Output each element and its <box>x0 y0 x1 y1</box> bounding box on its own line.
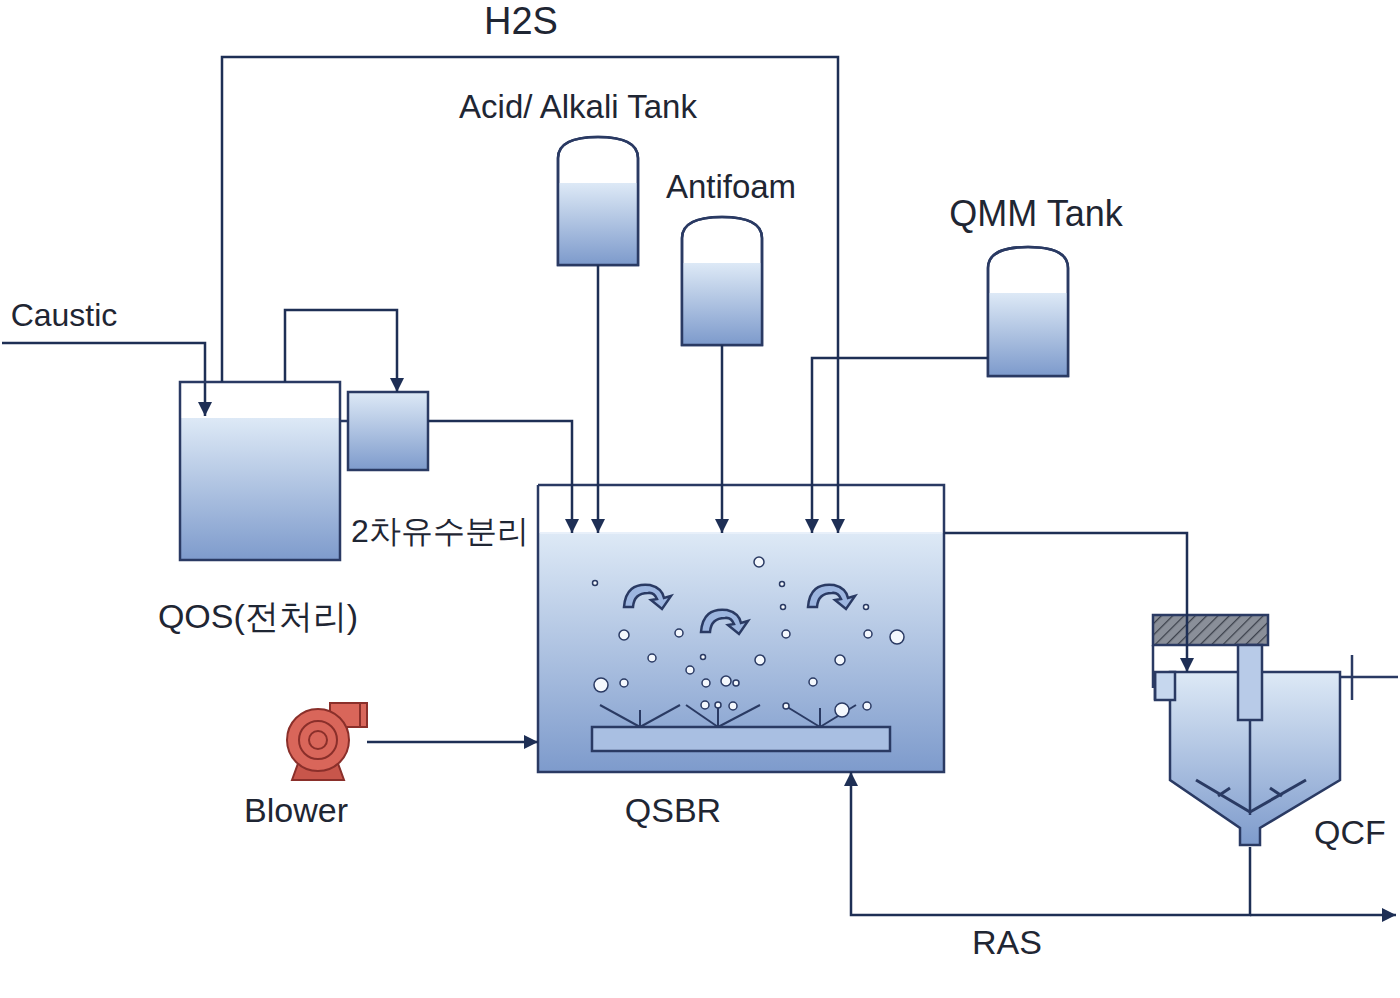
stream-label: H2S <box>481 1 561 43</box>
flow-line <box>851 772 1250 915</box>
node-label: QCF <box>1314 814 1386 851</box>
node-label: Acid/ Alkali Tank <box>459 89 697 125</box>
flow-line <box>597 265 600 533</box>
node-label: QSBR <box>625 792 721 829</box>
blower: Blower <box>283 700 367 782</box>
antifoam-tank: Antifoam <box>682 217 762 345</box>
flow-line <box>812 358 988 533</box>
qcf-clarifier: QCF <box>1155 672 1345 847</box>
flow-line <box>944 533 1187 672</box>
node-label: QOS(전처리) <box>158 598 358 635</box>
node-label: Antifoam <box>666 169 796 205</box>
node-label: QMM Tank <box>949 194 1122 234</box>
flow-line <box>721 345 724 533</box>
flow-line <box>367 741 538 744</box>
stream-label: RAS <box>969 924 1045 961</box>
qsbr-basin: QSBR <box>538 533 944 772</box>
qmm-tank: QMM Tank <box>988 247 1068 376</box>
node-label: Blower <box>244 792 348 829</box>
stream-label: Caustic <box>8 298 121 333</box>
qos-tank: QOS(전처리) <box>180 382 340 560</box>
separator-box: 2차유수분리 <box>348 392 428 470</box>
flow-line <box>222 57 838 533</box>
acid-alkali-tank: Acid/ Alkali Tank <box>558 137 638 265</box>
node-label: 2차유수분리 <box>348 514 532 549</box>
flow-line <box>285 310 397 392</box>
